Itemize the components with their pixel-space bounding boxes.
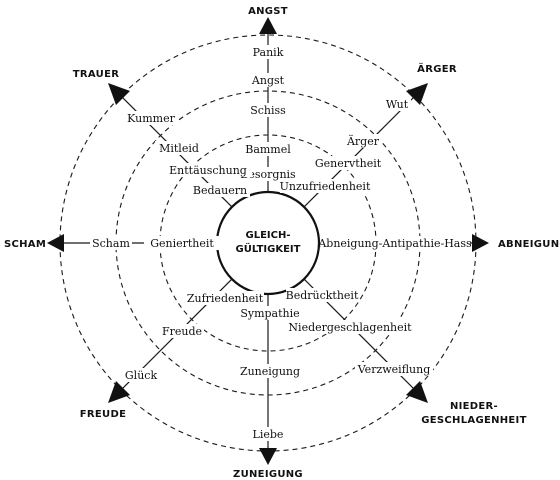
- direction-bottom-right-line1: NIEDER-: [450, 401, 498, 412]
- label-liebe: Liebe: [253, 428, 284, 441]
- label-wut: Wut: [386, 98, 409, 111]
- label-enttaeuschung: Enttäuschung: [169, 164, 247, 177]
- direction-top-right: ÄRGER: [417, 61, 457, 75]
- label-niedergeschlagenheit: Niedergeschlagenheit: [288, 321, 412, 334]
- arrow-bottom-left: [108, 381, 130, 403]
- center-label-line1: GLEICH-: [246, 230, 291, 241]
- label-panik: Panik: [253, 46, 284, 59]
- label-geniertheit: Geniertheit: [150, 237, 214, 250]
- label-abneigung-antipathie-hass: Abneigung-Antipathie-Hass: [317, 237, 472, 250]
- arrow-bottom-right: [406, 381, 428, 403]
- direction-bottom-right-line2: GESCHLAGENHEIT: [421, 415, 526, 426]
- label-freude: Freude: [162, 325, 202, 338]
- direction-top-left: TRAUER: [73, 69, 119, 80]
- label-glueck: Glück: [125, 369, 158, 382]
- center-label-line2: GÜLTIGKEIT: [236, 241, 301, 255]
- label-unzufriedenheit: Unzufriedenheit: [280, 180, 371, 193]
- arrow-top-left: [108, 83, 130, 105]
- label-mitleid: Mitleid: [159, 142, 199, 155]
- emotion-labels: Panik Angst Schiss Bammel Besorgnis Kumm…: [90, 45, 472, 441]
- label-sympathie: Sympathie: [240, 307, 299, 320]
- label-aerger: Ärger: [346, 134, 380, 148]
- label-kummer: Kummer: [127, 112, 175, 125]
- label-schiss: Schiss: [250, 104, 286, 117]
- label-scham: Scham: [92, 237, 130, 250]
- direction-right: ABNEIGUNG: [498, 239, 560, 250]
- arrow-left: [47, 234, 64, 252]
- arrow-top-right: [406, 83, 428, 105]
- direction-bottom-left: FREUDE: [80, 409, 126, 420]
- label-verzweiflung: Verzweiflung: [357, 363, 431, 376]
- label-angst: Angst: [251, 74, 285, 87]
- label-genervtheit: Genervtheit: [315, 157, 382, 170]
- label-zuneigung: Zuneigung: [240, 365, 300, 378]
- center-circle: [215, 190, 321, 296]
- direction-top: ANGST: [248, 6, 288, 17]
- label-bedruecktheit: Bedrücktheit: [286, 289, 359, 302]
- label-zufriedenheit: Zufriedenheit: [187, 292, 264, 305]
- label-bedauern: Bedauern: [193, 184, 247, 197]
- arrow-right: [472, 234, 489, 252]
- direction-left: SCHAM: [4, 239, 46, 250]
- direction-bottom: ZUNEIGUNG: [233, 469, 303, 480]
- arrow-top: [259, 17, 277, 34]
- arrow-bottom: [259, 448, 277, 465]
- label-bammel: Bammel: [245, 143, 291, 156]
- label-besorgnis: Besorgnis: [240, 168, 296, 181]
